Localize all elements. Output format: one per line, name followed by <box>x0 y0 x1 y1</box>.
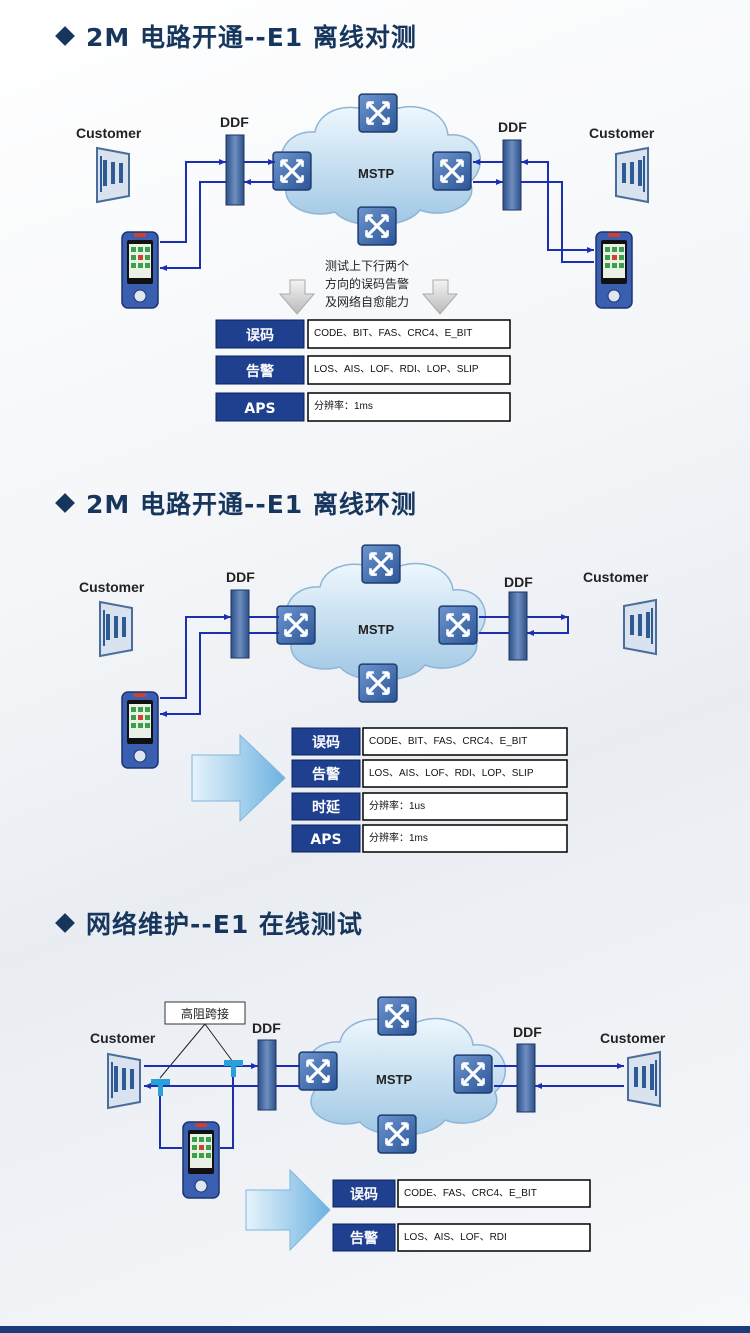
ddf-left-label: DDF <box>226 569 255 585</box>
customer-right-label: Customer <box>583 569 649 585</box>
ddf-left-label: DDF <box>220 114 249 130</box>
customer-left-building-icon <box>96 147 130 203</box>
ddf-right-label: DDF <box>513 1024 542 1040</box>
ddf-right-rack <box>502 139 522 211</box>
result-row: 告警 LOS、AIS、LOF、RDI、LOP、SLIP <box>291 759 568 788</box>
e1-tester-icon <box>121 691 159 769</box>
customer-left-label: Customer <box>76 125 142 141</box>
network-node-icon <box>356 205 398 247</box>
ddf-left-rack <box>257 1039 277 1111</box>
network-node-icon <box>357 662 399 704</box>
svg-text:APS: APS <box>310 832 341 848</box>
customer-right-building-icon <box>615 147 649 203</box>
customer-left-building-icon <box>99 601 133 657</box>
result-row: APS 分辨率：1ms <box>215 392 511 422</box>
svg-text:CODE、FAS、CRC4、E_BIT: CODE、FAS、CRC4、E_BIT <box>404 1188 537 1199</box>
link-lines <box>160 616 569 715</box>
diamond-bullet-icon <box>55 493 75 513</box>
down-arrow-icon <box>421 279 459 315</box>
ddf-right-label: DDF <box>504 574 533 590</box>
diamond-bullet-icon <box>55 913 75 933</box>
result-row: 告警 LOS、AIS、LOF、RDI、LOP、SLIP <box>215 355 511 385</box>
note-line: 测试上下行两个 <box>325 258 409 273</box>
network-node-icon <box>437 604 479 646</box>
network-node-icon <box>275 604 317 646</box>
svg-text:LOS、AIS、LOF、RDI、LOP、SLIP: LOS、AIS、LOF、RDI、LOP、SLIP <box>314 364 479 375</box>
svg-text:告警: 告警 <box>246 363 274 380</box>
svg-text:告警: 告警 <box>350 1230 378 1247</box>
e1-tester-left-icon <box>121 231 159 309</box>
footer-bar <box>0 1326 750 1333</box>
section-2-title: 2M 电路开通--E1 离线环测 <box>55 485 417 521</box>
diagram-online-test: MSTP DDF DDF Customer Customer 高阻跨接 误码 <box>90 995 666 1252</box>
svg-text:LOS、AIS、LOF、RDI: LOS、AIS、LOF、RDI <box>404 1232 507 1243</box>
network-node-icon <box>271 150 313 192</box>
customer-left-building-icon <box>107 1053 141 1109</box>
svg-text:误码: 误码 <box>350 1187 378 1203</box>
ddf-right-rack <box>508 591 528 661</box>
result-row: 时延 分辨率：1us <box>291 792 568 821</box>
ddf-left-label: DDF <box>252 1020 281 1036</box>
cloud-label: MSTP <box>358 166 394 181</box>
svg-text:误码: 误码 <box>312 735 340 751</box>
down-arrow-icon <box>278 279 316 315</box>
result-row: 误码 CODE、BIT、FAS、CRC4、E_BIT <box>291 727 568 756</box>
result-row: 告警 LOS、AIS、LOF、RDI <box>332 1223 591 1252</box>
right-arrow-icon <box>245 1168 331 1252</box>
hi-z-bridge-label: 高阻跨接 <box>181 1006 229 1021</box>
network-node-icon <box>452 1053 494 1095</box>
svg-text:LOS、AIS、LOF、RDI、LOP、SLIP: LOS、AIS、LOF、RDI、LOP、SLIP <box>369 768 534 779</box>
svg-text:分辨率：1ms: 分辨率：1ms <box>314 399 373 412</box>
diamond-bullet-icon <box>55 26 75 46</box>
customer-right-building-icon <box>623 599 657 655</box>
svg-text:误码: 误码 <box>246 328 274 344</box>
svg-text:CODE、BIT、FAS、CRC4、E_BIT: CODE、BIT、FAS、CRC4、E_BIT <box>314 328 472 339</box>
network-node-icon <box>357 92 399 134</box>
svg-text:CODE、BIT、FAS、CRC4、E_BIT: CODE、BIT、FAS、CRC4、E_BIT <box>369 736 527 747</box>
customer-right-building-icon <box>627 1051 661 1107</box>
ddf-left-rack <box>225 134 245 206</box>
network-node-icon <box>360 543 402 585</box>
result-row: APS 分辨率：1ms <box>291 824 568 853</box>
right-arrow-icon <box>191 733 286 823</box>
svg-text:告警: 告警 <box>312 766 340 783</box>
customer-left-label: Customer <box>79 579 145 595</box>
cloud-label: MSTP <box>358 622 394 637</box>
ddf-right-label: DDF <box>498 119 527 135</box>
e1-tester-icon <box>182 1121 220 1199</box>
diagram-offline-pair-test: MSTP DDF DDF Customer Customer 测试上下行两个 方… <box>76 92 655 422</box>
section-3-title: 网络维护--E1 在线测试 <box>55 905 363 941</box>
network-node-icon <box>297 1050 339 1092</box>
network-node-icon <box>376 995 418 1037</box>
ddf-left-rack <box>230 589 250 659</box>
diagram-offline-loop-test: MSTP DDF DDF Customer Customer 误码 CODE、B… <box>79 543 657 853</box>
cloud-label: MSTP <box>376 1072 412 1087</box>
t-connector-icon <box>151 1079 170 1096</box>
ddf-right-rack <box>516 1043 536 1113</box>
network-node-icon <box>431 150 473 192</box>
section-1-title: 2M 电路开通--E1 离线对测 <box>55 18 417 54</box>
svg-text:时延: 时延 <box>312 799 341 816</box>
mstp-cloud: MSTP <box>280 105 481 226</box>
svg-text:APS: APS <box>244 401 275 417</box>
customer-left-label: Customer <box>90 1030 156 1046</box>
customer-right-label: Customer <box>600 1030 666 1046</box>
svg-text:分辨率：1ms: 分辨率：1ms <box>369 831 428 844</box>
result-row: 误码 CODE、FAS、CRC4、E_BIT <box>332 1179 591 1208</box>
network-node-icon <box>376 1113 418 1155</box>
mstp-cloud: MSTP <box>285 562 486 681</box>
t-connector-icon <box>224 1060 243 1077</box>
customer-right-label: Customer <box>589 125 655 141</box>
svg-text:分辨率：1us: 分辨率：1us <box>369 799 425 812</box>
mstp-cloud: MSTP <box>305 1017 506 1136</box>
e1-tester-right-icon <box>595 231 633 309</box>
note-line: 及网络自愈能力 <box>325 294 409 309</box>
result-row: 误码 CODE、BIT、FAS、CRC4、E_BIT <box>215 319 511 349</box>
note-line: 方向的误码告警 <box>325 276 409 291</box>
